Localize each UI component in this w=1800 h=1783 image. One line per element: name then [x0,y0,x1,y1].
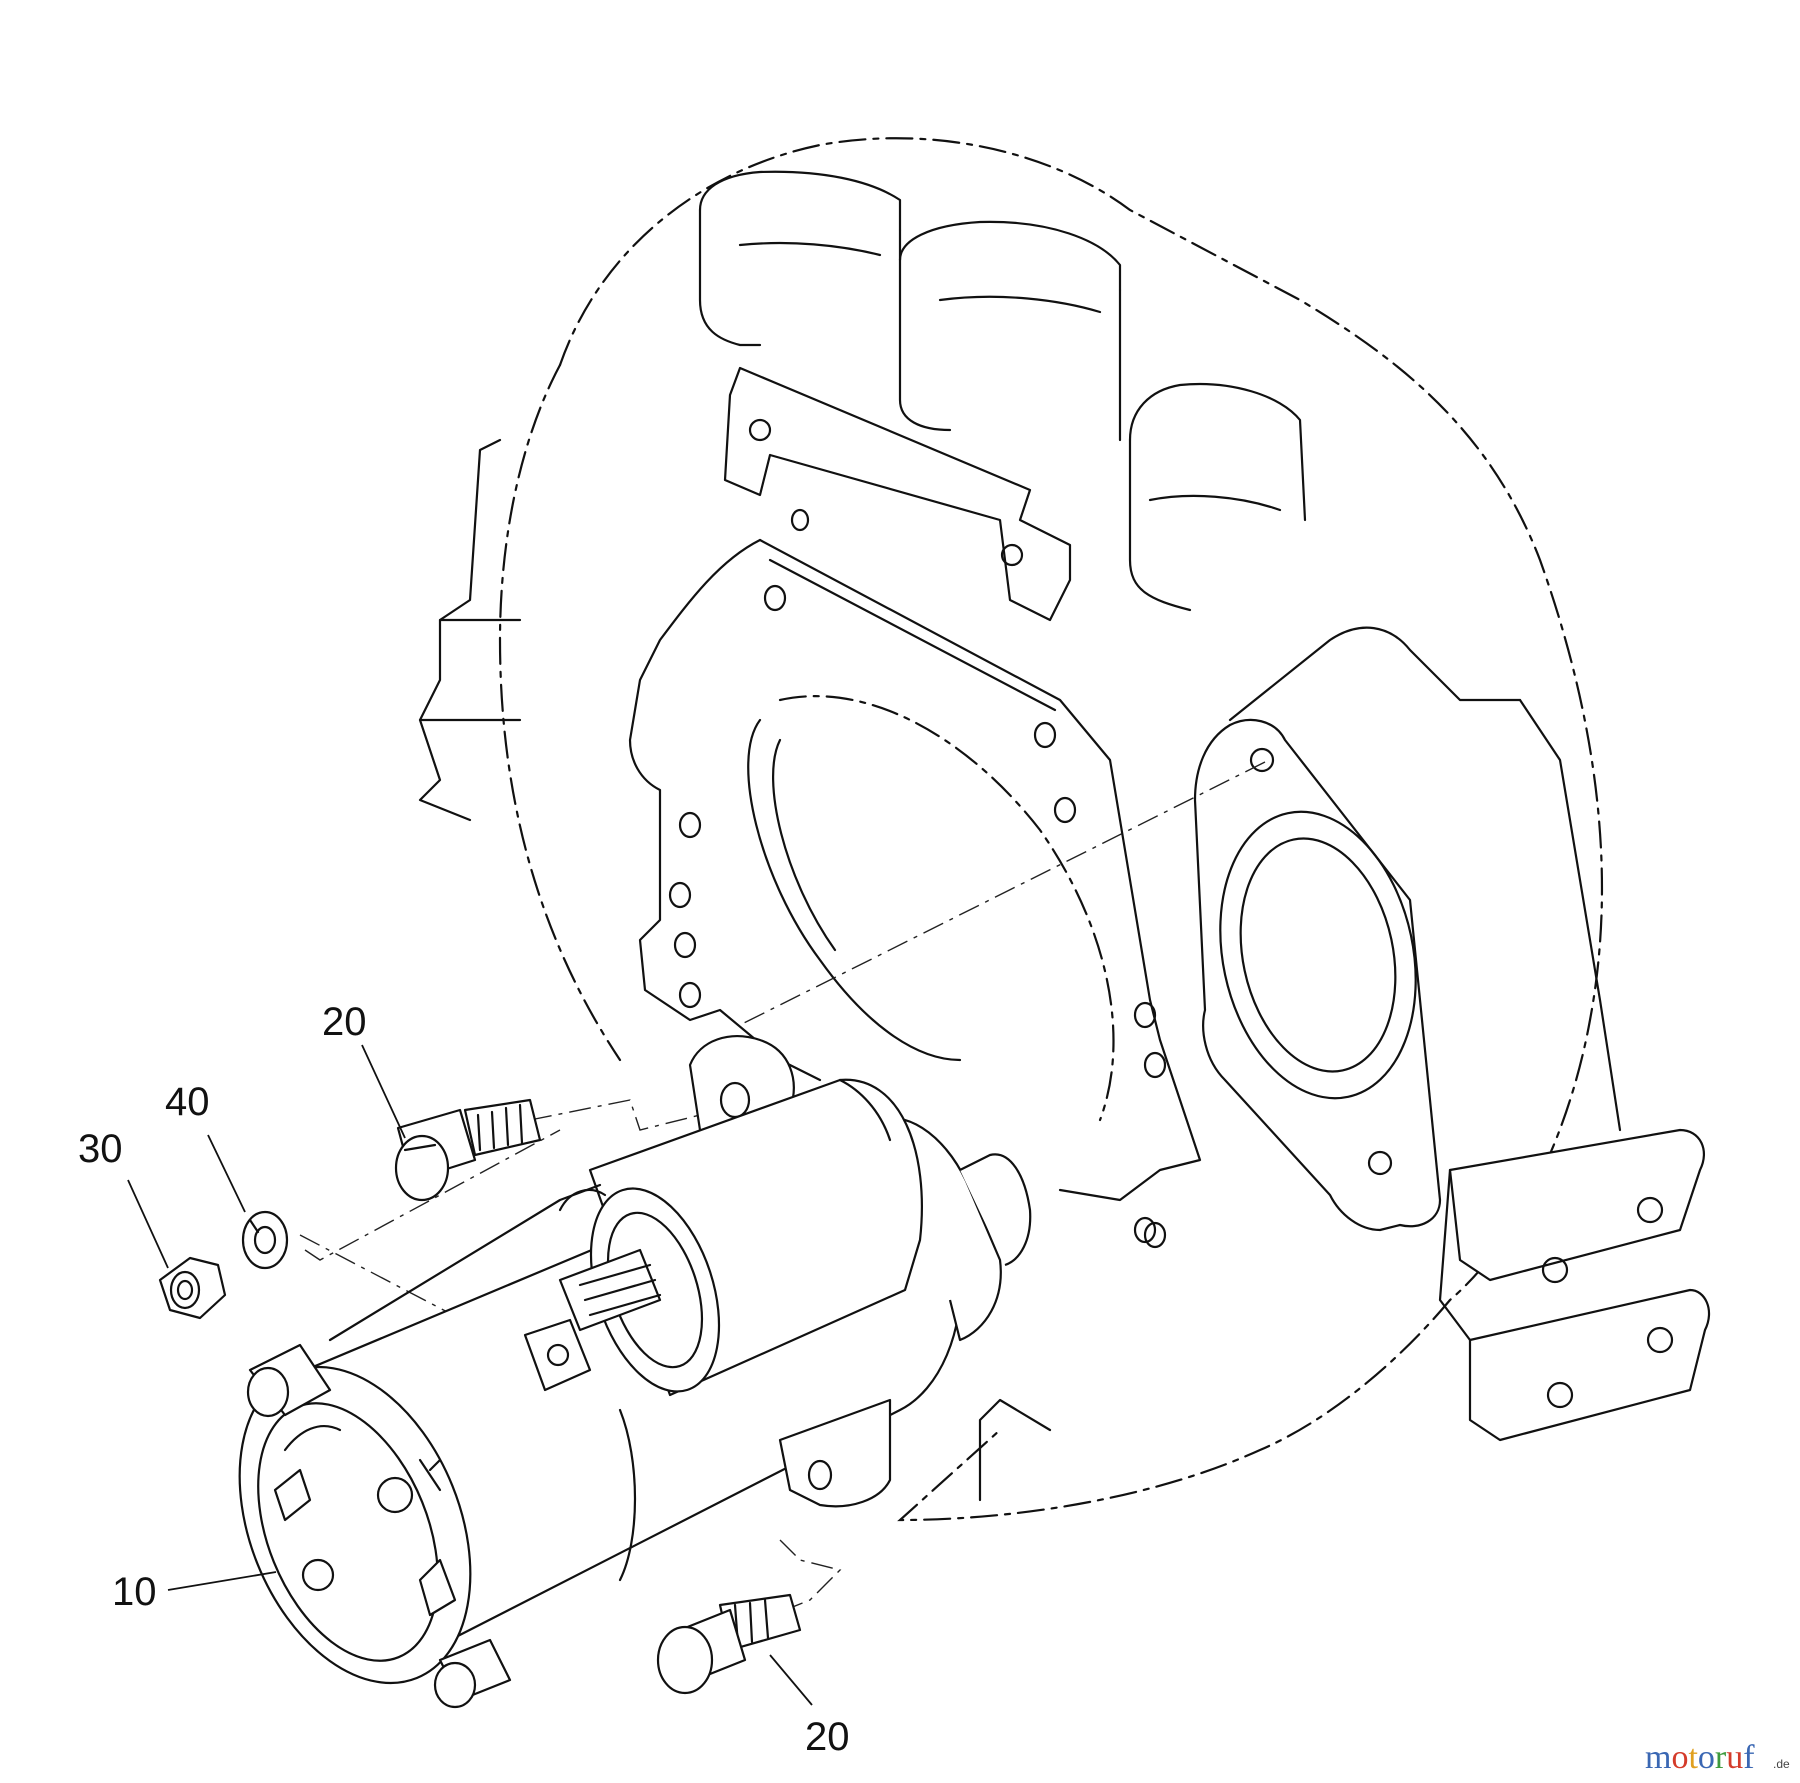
callout-20-bottom: 20 [805,1715,850,1759]
motoruf-watermark: motoruf .de [1645,1739,1790,1776]
callout-10: 10 [112,1570,157,1614]
watermark-suffix: .de [1773,1757,1790,1771]
watermark-letter: m [1645,1739,1671,1776]
watermark-letter: f [1743,1739,1755,1776]
bolt-20-lower [656,1593,802,1695]
leader-lines [127,1044,813,1706]
housing-bolt-holes [668,584,1167,1249]
callout-30: 30 [78,1127,123,1171]
callout-20-top: 20 [322,1000,367,1044]
watermark-letter: o [1671,1739,1688,1776]
callout-labels: 20 40 30 10 20 [78,1000,850,1759]
through-bolt-top [246,1343,332,1418]
watermark-letter: u [1726,1739,1743,1776]
lock-washer-40 [241,1210,289,1270]
watermark-letter: t [1688,1739,1698,1776]
starter-motor [238,1035,1032,1709]
through-bolt-bottom [433,1638,512,1709]
callout-40: 40 [165,1080,210,1124]
watermark-letter: o [1698,1739,1715,1776]
flywheel-housing [418,137,1711,1522]
watermark-letter: r [1715,1739,1727,1776]
nut-30 [158,1256,227,1320]
svg-text:motoruf: motoruf [1645,1739,1755,1776]
bolt-20-upper [394,1098,542,1202]
